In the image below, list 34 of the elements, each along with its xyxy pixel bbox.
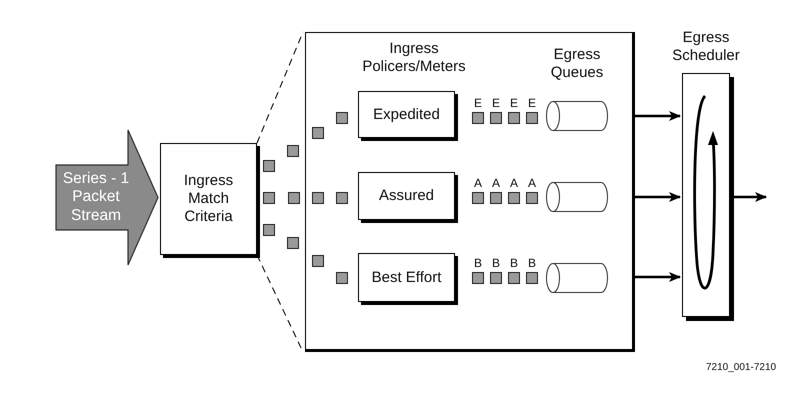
class-letter: E (490, 96, 501, 110)
class-letter: B (472, 256, 483, 270)
class-letter: A (508, 176, 519, 190)
column-heading: Ingress Policers/Meters (361, 40, 467, 76)
process-box (358, 172, 455, 220)
figure-id: 7210_001-7210 (706, 362, 776, 374)
node-heading: Egress Scheduler (671, 29, 741, 65)
class-letter: A (526, 176, 537, 190)
arrow (635, 192, 681, 202)
node-text: Assured (378, 187, 434, 205)
panel (305, 32, 635, 352)
class-letter: A (472, 176, 483, 190)
column-heading: Egress Queues (550, 46, 604, 82)
class-letter: B (508, 256, 519, 270)
process-box (358, 253, 455, 302)
class-letter: E (472, 96, 483, 110)
queue-cylinder (546, 263, 608, 293)
node-text: Ingress Match Criteria (182, 172, 234, 226)
process-box (358, 91, 455, 138)
class-letter: E (508, 96, 519, 110)
class-letter: B (490, 256, 501, 270)
class-letter: B (526, 256, 537, 270)
arrow (635, 111, 681, 121)
node-text: Best Effort (372, 268, 442, 286)
node-text: Expedited (373, 106, 440, 124)
process-box (160, 143, 257, 255)
queue-cylinder (546, 182, 608, 212)
queue-cylinder (546, 101, 608, 131)
zoom-line (256, 32, 304, 144)
class-letter: A (490, 176, 501, 190)
node-text: Series - 1 Packet Stream (62, 170, 130, 226)
packet-stream-arrow (56, 130, 158, 265)
arrow (635, 272, 681, 282)
class-letter: E (526, 96, 537, 110)
